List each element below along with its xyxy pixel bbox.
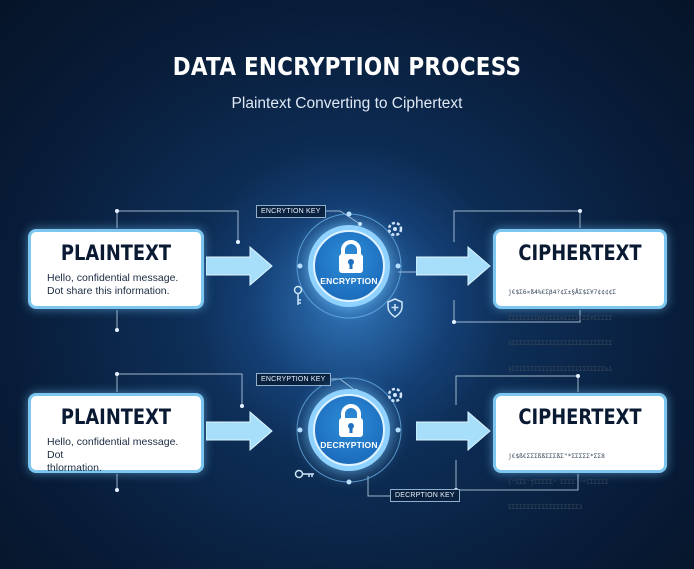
encryption-circle: ENCRYPTION [308,225,390,307]
lock-icon [339,404,363,437]
ciphertext-title: CIPHERTEXT [518,405,642,429]
plaintext-card-2: PLAINTEXT Hello, confidential message. D… [28,393,204,474]
plaintext-body: Hello, confidential message. Dot share t… [47,272,179,297]
ciphertext-body: j€$Σ6×ß4%€Σβ4?¢Σ±§ÅΣ$Σ¥7¢¢¢¢Σ ΣΣΣΣΣΣΣΣ6Σ… [508,289,617,373]
arrow-right-icon [206,246,273,286]
plaintext-title: PLAINTEXT [60,241,172,265]
gear-icon [387,221,403,237]
lock-icon [339,240,363,273]
key-icon [293,285,303,305]
encryption-key-label: ENCRYTION KEY [256,205,326,218]
encryption-label: ENCRYPTION [320,276,378,286]
ciphertext-card-2: CIPHERTEXT j€$ß€ΣΣΣßßΣΣΣßΣ"*ΣΣΣΣΣ*ΣΣ8 ["… [493,393,667,511]
plaintext-title: PLAINTEXT [60,405,172,429]
ciphertext-body: j€$ß€ΣΣΣßßΣΣΣßΣ"*ΣΣΣΣΣ*ΣΣ8 ["ΣΣΣ ƒΣΣΣΣΣ"… [508,453,609,511]
ciphertext-title: CIPHERTEXT [518,241,642,265]
key-icon [294,469,314,479]
arrow-right-icon [206,411,273,451]
arrow-right-icon [416,246,491,286]
ciphertext-card-1: CIPHERTEXT j€$Σ6×ß4%€Σβ4?¢Σ±§ÅΣ$Σ¥7¢¢¢¢Σ… [493,229,667,373]
page-title: DATA ENCRYPTION PROCESS [172,52,522,81]
plaintext-body: Hello, confidential message. Dot thlorma… [47,436,179,474]
plaintext-card-1: PLAINTEXT Hello, confidential message. D… [28,229,204,309]
encryption-key-label: ENCRYPTION KEY [256,373,331,386]
decryption-circle: DECRYPTION [308,389,390,471]
decryption-label: DECRYPTION [320,440,378,450]
gear-icon [387,387,403,403]
shield-icon [387,298,403,318]
arrow-right-icon [416,411,491,451]
page-subtitle: Plaintext Converting to Ciphertext [231,95,463,112]
decryption-key-label: DECRPTION KEY [390,489,460,502]
